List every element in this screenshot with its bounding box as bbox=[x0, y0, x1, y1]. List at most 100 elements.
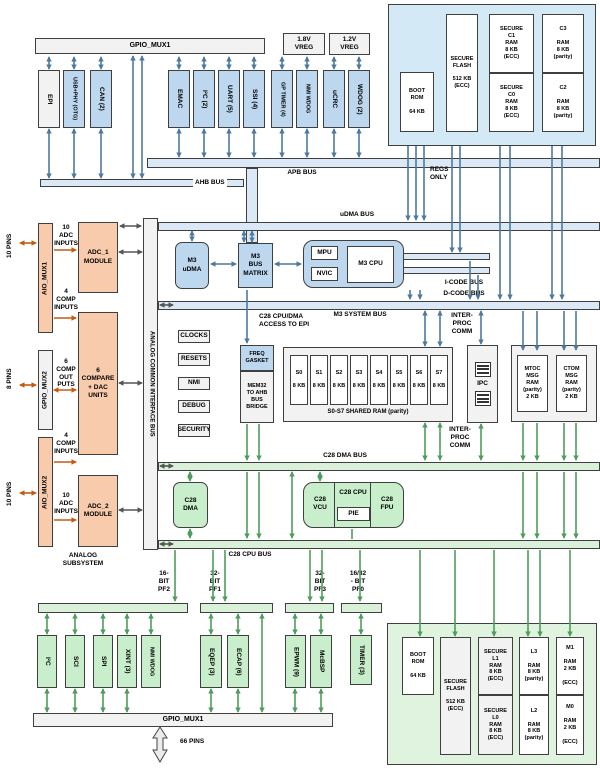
m3-c3-ram: C3 RAM 8 KB (parity) bbox=[542, 14, 584, 73]
ram-bank-s5: S5 8 KB bbox=[390, 355, 408, 405]
ctom-msg-ram: CTOM MSG RAM (parity) 2 KB bbox=[556, 355, 587, 412]
ahb-bus-vertical bbox=[246, 168, 258, 243]
pins-10-top-label: 10 PINS bbox=[6, 233, 13, 259]
comp-outputs-label: 6 COMP OUT PUTS bbox=[56, 358, 76, 389]
apb-bus bbox=[147, 158, 600, 168]
bank-name: S5 bbox=[395, 370, 403, 377]
c28-fpu-label: C28 FPU bbox=[380, 496, 394, 511]
bank-name: S3 bbox=[355, 370, 363, 377]
icode-bus bbox=[403, 253, 490, 260]
vreg-1v2: 1.2V VREG bbox=[329, 33, 370, 55]
c28-l2-ram: L2 RAM 8 KB (parity) bbox=[519, 695, 549, 755]
ahb-bus-horizontal bbox=[40, 179, 244, 187]
c28-m1-ram: M1 RAM 2 KB (ECC) bbox=[556, 637, 584, 695]
comp1-inputs-label: 4 COMP INPUTS bbox=[54, 288, 78, 311]
c28-dma-bus-label: C28 DMA BUS bbox=[323, 452, 367, 459]
periph-ssi: SSI (4) bbox=[243, 70, 265, 128]
bank-name: S2 bbox=[335, 370, 343, 377]
control-resets: RESETS bbox=[178, 353, 210, 366]
periph-wdog: WDOG (2) bbox=[348, 70, 370, 128]
interproc-comm-top-label: INTER- PROC COMM bbox=[451, 312, 473, 335]
c28-periph-epwm: EPWM (9) bbox=[285, 635, 306, 688]
bank-size: 8 KB bbox=[392, 383, 406, 389]
c28-fpu-divider bbox=[370, 483, 371, 527]
gpio-mux2: GPIO_MUX2 bbox=[38, 350, 53, 430]
pf0-bar bbox=[341, 603, 382, 613]
periph-ucrc: uCRC bbox=[323, 70, 345, 128]
periph-emac: EMAC bbox=[168, 70, 190, 128]
bank-name: S1 bbox=[315, 370, 323, 377]
m3-c2-ram: C2 RAM 8 KB (parity) bbox=[542, 73, 584, 132]
m3-mpu: MPU bbox=[311, 246, 338, 260]
pins-8-label: 8 PINS bbox=[6, 368, 13, 390]
m3-system-bus bbox=[158, 301, 600, 310]
m3-boot-rom: BOOT ROM 64 KB bbox=[400, 72, 434, 132]
c28-m0-ram: M0 RAM 2 KB (ECC) bbox=[556, 695, 584, 755]
m3-secure-c1-ram: SECURE C1 RAM 8 KB (ECC) bbox=[489, 14, 534, 73]
control-security: SECURITY bbox=[178, 424, 210, 437]
pf0-label: 16/32 - BIT PF0 bbox=[349, 570, 367, 593]
c28-periph-i2c: I²C bbox=[37, 635, 57, 688]
interproc-comm-bottom-label: INTER- PROC COMM bbox=[449, 426, 471, 449]
bank-name: S6 bbox=[415, 370, 423, 377]
compare-dac-units: 6 COMPARE + DAC UNITS bbox=[78, 312, 118, 455]
m3-udma-block: M3 uDMA bbox=[175, 242, 209, 289]
c28-access-epi-label: C28 CPU/DMA ACCESS TO EPI bbox=[259, 313, 310, 328]
c28-dma-block: C28 DMA bbox=[173, 482, 208, 528]
c28-secure-l1-ram: SECURE L1 RAM 8 KB (ECC) bbox=[478, 637, 513, 695]
mem32-ahb-bridge: MEM32 TO AHB BUS BRIDGE bbox=[240, 371, 274, 423]
control-debug: DEBUG bbox=[178, 400, 210, 413]
m3-secure-c0-ram: SECURE C0 RAM 8 KB (ECC) bbox=[489, 73, 534, 132]
c28-periph-xint: XINT (3) bbox=[117, 635, 137, 688]
bank-size: 8 KB bbox=[432, 383, 446, 389]
adc1-module: ADC_1 MODULE bbox=[78, 222, 118, 293]
m3-nvic: NVIC bbox=[311, 267, 338, 281]
pf3-label: 32- BIT PF3 bbox=[314, 570, 326, 593]
periph-gp-timer: GP TIMER (4) bbox=[271, 70, 293, 128]
c28-cpu-label: C28 CPU bbox=[339, 489, 367, 496]
gpio-mux1-bottom: GPIO_MUX1 bbox=[33, 713, 333, 727]
adc2-inputs-label: 10 ADC INPUTS bbox=[54, 492, 78, 515]
ipc-label: IPC bbox=[477, 379, 488, 387]
ram-bank-s1: S1 8 KB bbox=[310, 355, 328, 405]
pf2-bar bbox=[38, 603, 188, 613]
freq-gasket: FREQ GASKET bbox=[240, 345, 274, 371]
c28-vcu-divider bbox=[334, 483, 335, 527]
66-pins-arrow bbox=[152, 726, 168, 763]
shared-ram-caption: S0-S7 SHARED RAM (parity) bbox=[327, 409, 409, 415]
c28-cpu-bus-label: C28 CPU BUS bbox=[228, 551, 272, 558]
icode-bus-label: I-CODE BUS bbox=[444, 279, 484, 286]
bank-name: S4 bbox=[375, 370, 383, 377]
comp2-inputs-label: 4 COMP INPUTS bbox=[54, 432, 78, 455]
udma-bus-label: uDMA BUS bbox=[339, 211, 375, 218]
aio-mux2: AIO_MUX2 bbox=[38, 437, 53, 547]
c28-periph-ecap: ECAP (6) bbox=[227, 635, 249, 688]
pf3-bar bbox=[285, 603, 334, 613]
mtoc-msg-ram: MTOC MSG RAM (parity) 2 KB bbox=[517, 355, 548, 412]
c28-vcu-label: C28 VCU bbox=[313, 496, 327, 511]
c28-periph-mcbsp: McBSP bbox=[310, 635, 332, 688]
periph-epi: EPI bbox=[38, 70, 60, 128]
aio-mux1: AIO_MUX1 bbox=[38, 223, 53, 333]
ram-bank-s7: S7 8 KB bbox=[430, 355, 448, 405]
ipc-register-icon bbox=[474, 391, 491, 407]
bank-size: 8 KB bbox=[312, 383, 326, 389]
apb-bus-label: APB BUS bbox=[287, 169, 317, 176]
dcode-bus bbox=[403, 267, 490, 274]
pf1-bar bbox=[200, 603, 273, 613]
bank-name: S7 bbox=[435, 370, 443, 377]
analog-subsystem-label: ANALOG SUBSYSTEM bbox=[62, 552, 104, 567]
pf2-label: 16- BIT PF2 bbox=[158, 570, 170, 593]
c28-cpu-bus bbox=[158, 540, 600, 549]
pins-10-bottom-label: 10 PINS bbox=[6, 481, 13, 507]
c28-l3-ram: L3 RAM 8 KB (parity) bbox=[519, 637, 549, 695]
udma-bus bbox=[158, 222, 600, 231]
control-clocks: CLOCKS bbox=[178, 330, 210, 343]
analog-common-interface-bus: ANALOG COMMON INTERFACE BUS bbox=[143, 218, 158, 550]
pins-66-label: 66 PINS bbox=[180, 738, 205, 745]
periph-can: CAN (2) bbox=[90, 70, 112, 128]
